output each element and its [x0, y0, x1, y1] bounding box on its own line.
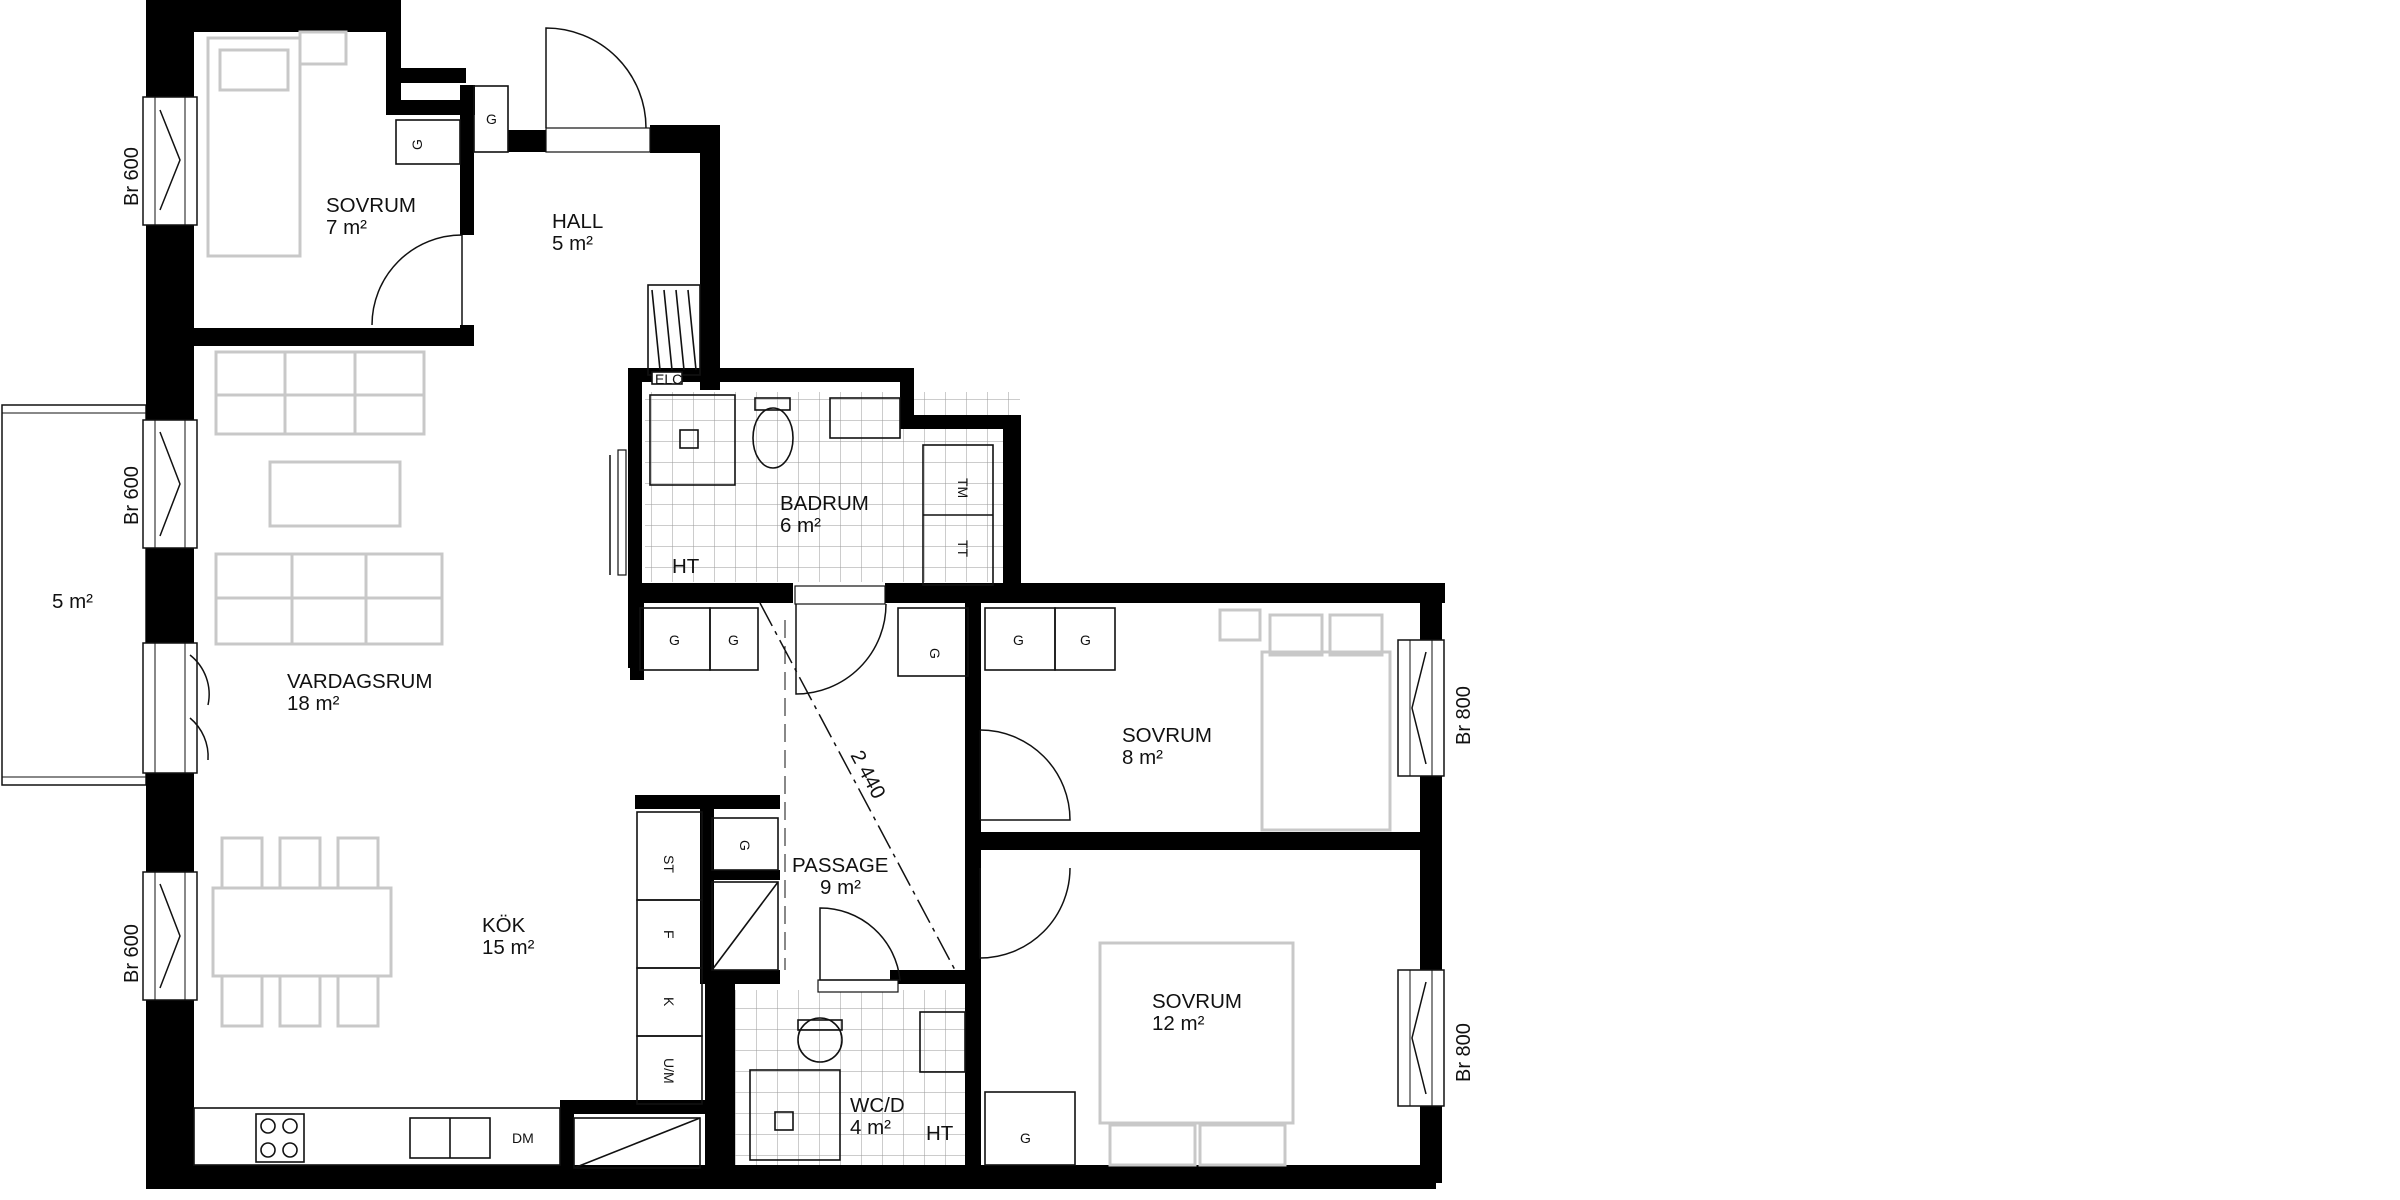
- um-label: U/M: [661, 1058, 677, 1084]
- storage-label: G: [927, 648, 943, 659]
- window-label-1: Br 600: [121, 147, 143, 206]
- elc-label: ELC: [655, 371, 682, 387]
- storage-label: G: [1020, 1130, 1031, 1146]
- storage-label: G: [409, 139, 425, 150]
- dm-label: DM: [512, 1130, 534, 1146]
- window-right-2: [1397, 969, 1445, 1107]
- window-label-2: Br 600: [121, 466, 143, 525]
- room-name-wcd: WC/D: [850, 1094, 905, 1117]
- room-area-sovrum-1: 7 m²: [326, 216, 367, 239]
- room-area-wcd: 4 m²: [850, 1116, 891, 1139]
- room-name-passage: PASSAGE: [792, 854, 888, 877]
- storage-label: G: [1080, 632, 1091, 648]
- tm-label: TM: [955, 478, 971, 498]
- storage-label: G: [669, 632, 680, 648]
- room-area-vardagsrum: 18 m²: [287, 692, 340, 715]
- storage-label: G: [1013, 632, 1024, 648]
- wc-tiles: [735, 990, 970, 1170]
- f-label: F: [661, 930, 677, 939]
- room-area-sovrum-2: 8 m²: [1122, 746, 1163, 769]
- k-label: K: [661, 997, 677, 1007]
- fixtures: [193, 85, 1116, 1169]
- fixture-labels: G G ELC HT TM TT G G G G G ST F K U/M G …: [409, 111, 1091, 1146]
- window-label-4: Br 800: [1453, 686, 1475, 745]
- room-name-sovrum-3: SOVRUM: [1152, 990, 1242, 1013]
- balcony-door: [142, 642, 210, 774]
- window-right-1: [1397, 639, 1445, 777]
- tt-label: TT: [955, 540, 971, 558]
- ht-label-wc: HT: [926, 1122, 954, 1145]
- room-area-kok: 15 m²: [482, 936, 535, 959]
- furniture: [206, 30, 1392, 1167]
- window-left-2: [142, 419, 198, 549]
- storage-label: G: [737, 840, 753, 851]
- storage-label: G: [728, 632, 739, 648]
- room-name-badrum: BADRUM: [780, 492, 869, 515]
- room-area-hall: 5 m²: [552, 232, 593, 255]
- balcony-area: 5 m²: [52, 590, 93, 613]
- balcony: [1, 404, 147, 786]
- dimension-label: 2 440: [846, 747, 890, 803]
- window-left-3: [142, 871, 198, 1001]
- dimension-line: [759, 602, 956, 971]
- room-area-passage: 9 m²: [820, 876, 861, 899]
- st-label: ST: [661, 855, 677, 873]
- window-left-1: [142, 96, 198, 226]
- storage-label: G: [486, 111, 497, 127]
- doors: [371, 27, 1071, 993]
- window-label-3: Br 600: [121, 924, 143, 983]
- room-area-badrum: 6 m²: [780, 514, 821, 537]
- window-label-5: Br 800: [1453, 1023, 1475, 1082]
- room-name-hall: HALL: [552, 210, 603, 233]
- room-name-sovrum-1: SOVRUM: [326, 194, 416, 217]
- room-name-vardagsrum: VARDAGSRUM: [287, 670, 432, 693]
- room-name-kok: KÖK: [482, 914, 526, 937]
- room-labels: SOVRUM 7 m² HALL 5 m² BADRUM 6 m² VARDAG…: [52, 194, 1242, 1139]
- room-area-sovrum-3: 12 m²: [1152, 1012, 1205, 1035]
- room-name-sovrum-2: SOVRUM: [1122, 724, 1212, 747]
- window-labels: Br 600 Br 600 Br 600 Br 800 Br 800: [121, 147, 1475, 1082]
- ht-label-bathroom: HT: [672, 555, 700, 578]
